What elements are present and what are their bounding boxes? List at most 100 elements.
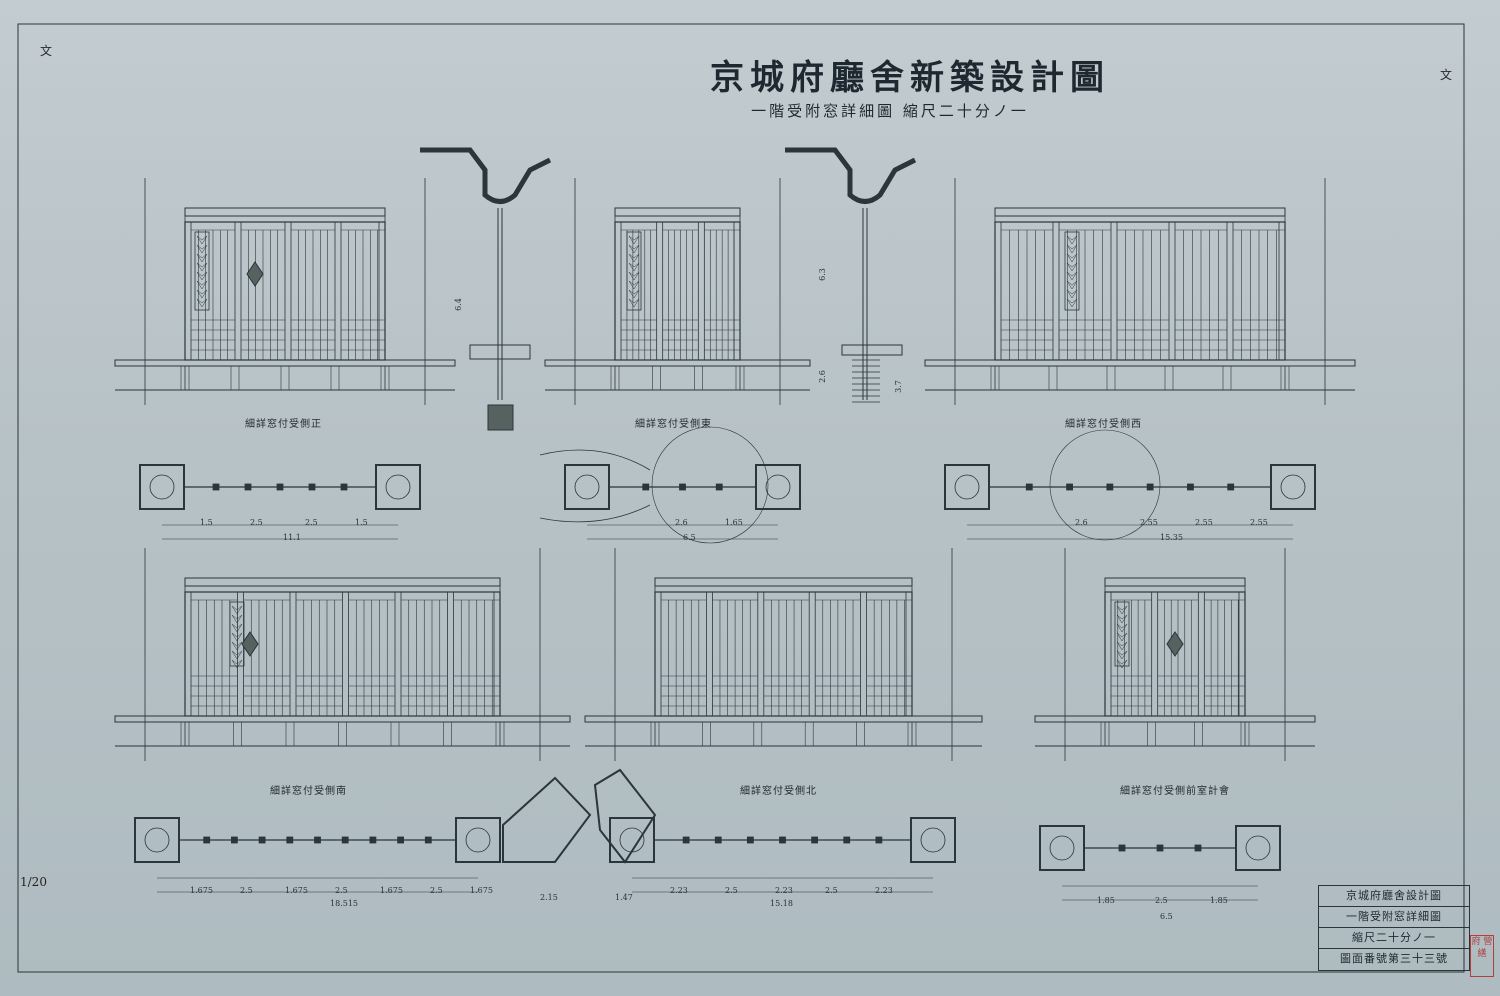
dim-label: 2.5 [240, 886, 253, 895]
dim-label: 6.4 [453, 298, 463, 311]
plan-post [714, 836, 722, 844]
dim-label: 1.5 [200, 518, 213, 527]
mullion-post [184, 221, 192, 361]
ornament-motif [196, 235, 208, 245]
dim-label: 2.55 [1250, 518, 1268, 527]
plan-post [1146, 483, 1154, 491]
elevation-caption-3: 細詳窓付受側西 [1065, 419, 1142, 430]
ornament-motif [1116, 623, 1128, 633]
plan-post [682, 836, 690, 844]
ornament-motif [1066, 235, 1078, 245]
mullion-post [757, 591, 765, 717]
mullion-post [394, 591, 402, 717]
base-pilaster [1194, 721, 1203, 747]
ornament-motif [231, 650, 243, 660]
mullion-post [1052, 221, 1060, 361]
frieze [654, 577, 913, 587]
corner-booth [593, 768, 657, 864]
ornament-motif [1066, 298, 1078, 308]
mullion-post [1226, 221, 1234, 361]
sheet-border [17, 23, 1465, 973]
counter-base [994, 365, 1286, 391]
dim-label: 2.5 [1155, 896, 1168, 905]
dim-label: 1.85 [1210, 896, 1228, 905]
base-pilaster [443, 721, 452, 747]
drawing-title: 京城府廳舍新築設計圖 [710, 58, 1110, 98]
plan-column-mark [1245, 835, 1271, 861]
ornament-motif [196, 280, 208, 290]
plan-post [715, 483, 723, 491]
section-counter [469, 344, 531, 360]
base-pilaster [1147, 721, 1156, 747]
title-block: 京城府廳舍設計圖 一階受附窓詳細圖 縮尺二十分ノ一 圖面番號第三十三號 [1318, 885, 1470, 971]
base-pilaster [856, 721, 865, 747]
dim-label: 1.47 [615, 893, 633, 902]
ornament-panel [626, 231, 642, 311]
plan-column-mark [920, 827, 946, 853]
mullion-post [342, 591, 349, 717]
ornament-motif [196, 289, 208, 299]
frieze-band [994, 215, 1286, 223]
dim-total: 15.35 [1160, 533, 1183, 542]
dim-label: 2.23 [670, 886, 688, 895]
ornament-motif [196, 298, 208, 308]
plan-post [811, 836, 819, 844]
plan-post [258, 836, 266, 844]
mullion-post [1151, 591, 1159, 717]
elevation-caption-5: 細詳窓付受側北 [740, 786, 817, 797]
base-pilaster [753, 721, 763, 747]
ornament-motif [1066, 280, 1078, 290]
frieze [1104, 577, 1246, 587]
plan-column [139, 464, 185, 510]
ornament-motif [196, 253, 208, 263]
ornament-motif [628, 253, 640, 263]
base-pilaster [280, 365, 290, 391]
dim-label: 2.5 [305, 518, 318, 527]
base-pilaster [1164, 365, 1174, 391]
plan-post [369, 836, 377, 844]
plan-column [455, 817, 501, 863]
plan-arc [539, 449, 651, 471]
ornament-panel [229, 601, 245, 667]
plan-column-mark [765, 474, 791, 500]
ornament-motif [1066, 289, 1078, 299]
diamond-ornament [246, 261, 264, 287]
plan-column-mark [465, 827, 491, 853]
dim-label: 6.3 [817, 268, 827, 281]
plan-post [1187, 483, 1194, 491]
base-pilaster [230, 365, 240, 391]
mullion-post [860, 591, 867, 717]
mullion-post [184, 591, 192, 717]
base-pilaster [285, 721, 295, 747]
plan-post [314, 836, 321, 844]
ornament-panel [194, 231, 210, 311]
dim-label: 1.675 [380, 886, 403, 895]
counter-ledge [544, 359, 811, 367]
section-footing [487, 404, 514, 431]
plan-column [564, 464, 610, 510]
counter-base [614, 365, 741, 391]
mullion-post [656, 221, 664, 361]
plan-column-mark [1049, 835, 1075, 861]
ornament-motif [1066, 253, 1078, 263]
plan-post [746, 836, 754, 844]
dim-total: 11.1 [283, 533, 301, 542]
diamond-ornament [1166, 631, 1184, 657]
elevation-caption-4: 細詳窓付受側南 [270, 786, 347, 797]
plan-post [212, 483, 220, 491]
dim-label: 2.55 [1195, 518, 1213, 527]
base-pilaster [390, 721, 400, 747]
dim-label: 1.675 [190, 886, 213, 895]
section-counter [841, 344, 903, 356]
plan-post [779, 836, 786, 844]
plan-post [1194, 844, 1202, 852]
section-profile [785, 147, 917, 204]
plan-column-mark [574, 474, 600, 500]
title-block-sheet: 一階受附窓詳細圖 [1319, 907, 1469, 928]
base-pilaster [330, 365, 340, 391]
ornament-motif [628, 298, 640, 308]
ornament-motif [628, 280, 640, 290]
dim-total: 15.18 [770, 899, 793, 908]
seal-stamp: 府 營繕 [1470, 935, 1494, 977]
plan-column [910, 817, 956, 863]
